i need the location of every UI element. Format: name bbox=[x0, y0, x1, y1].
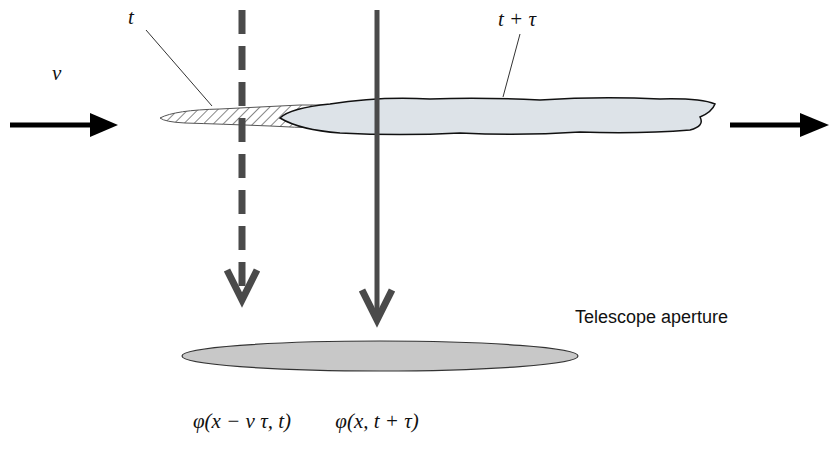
phase-label: φ(x − v τ, t) bbox=[193, 410, 291, 433]
phase-label: φ(x, t + τ) bbox=[335, 410, 418, 433]
aperture-label: Telescope aperture bbox=[575, 308, 728, 328]
time-label: t bbox=[128, 6, 134, 29]
layer-at-t-plus-tau bbox=[280, 98, 715, 135]
wind-arrow-out bbox=[730, 123, 805, 128]
leader-line bbox=[146, 30, 212, 106]
wind-arrowhead-in bbox=[90, 113, 118, 137]
wind-arrowhead-out bbox=[800, 113, 829, 137]
time-label: t + τ bbox=[498, 8, 536, 31]
leader-line bbox=[503, 34, 520, 97]
solid-arrowhead bbox=[362, 290, 392, 320]
solid-light-path bbox=[375, 10, 380, 316]
aperture-ellipse bbox=[182, 341, 578, 371]
velocity-label: v bbox=[52, 62, 61, 85]
dashed-light-path bbox=[239, 10, 246, 296]
wind-arrow-in bbox=[10, 123, 95, 128]
dashed-arrowhead bbox=[227, 270, 257, 300]
